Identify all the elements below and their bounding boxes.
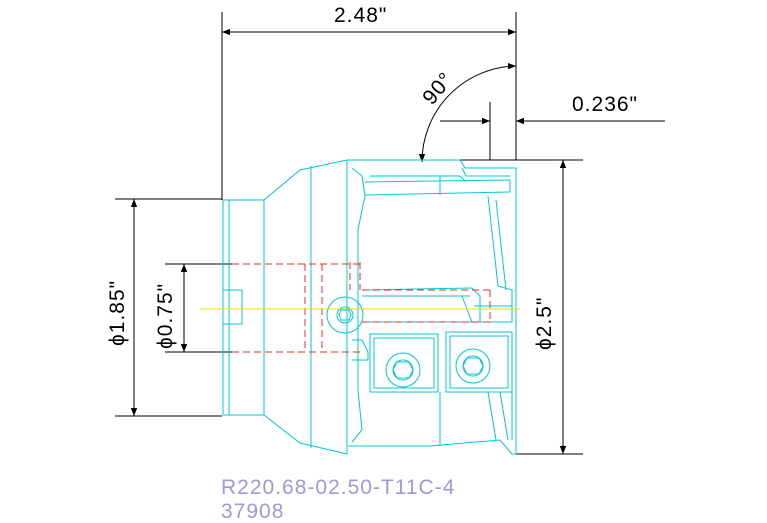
dimension-bore-diameter: ϕ0.75" bbox=[154, 263, 232, 353]
dimension-overall-length: 2.48" bbox=[221, 4, 517, 200]
bore-diameter-label: ϕ0.75" bbox=[154, 283, 177, 349]
dimension-angle: 90° bbox=[418, 62, 517, 163]
part-number: R220.68-02.50-T11C-4 bbox=[221, 476, 455, 499]
overall-length-label: 2.48" bbox=[334, 4, 387, 27]
hidden-bore bbox=[232, 262, 491, 353]
part-code: 37908 bbox=[221, 500, 284, 523]
step-label: 0.236" bbox=[572, 93, 638, 116]
cutter-diameter-label: ϕ2.5" bbox=[533, 297, 556, 350]
angle-label: 90° bbox=[418, 68, 458, 109]
dimension-cutter-diameter: ϕ2.5" bbox=[516, 159, 583, 455]
cutter-body bbox=[222, 159, 517, 455]
shank-diameter-label: ϕ1.85" bbox=[106, 280, 129, 346]
dimension-shank-diameter: ϕ1.85" bbox=[106, 198, 222, 417]
